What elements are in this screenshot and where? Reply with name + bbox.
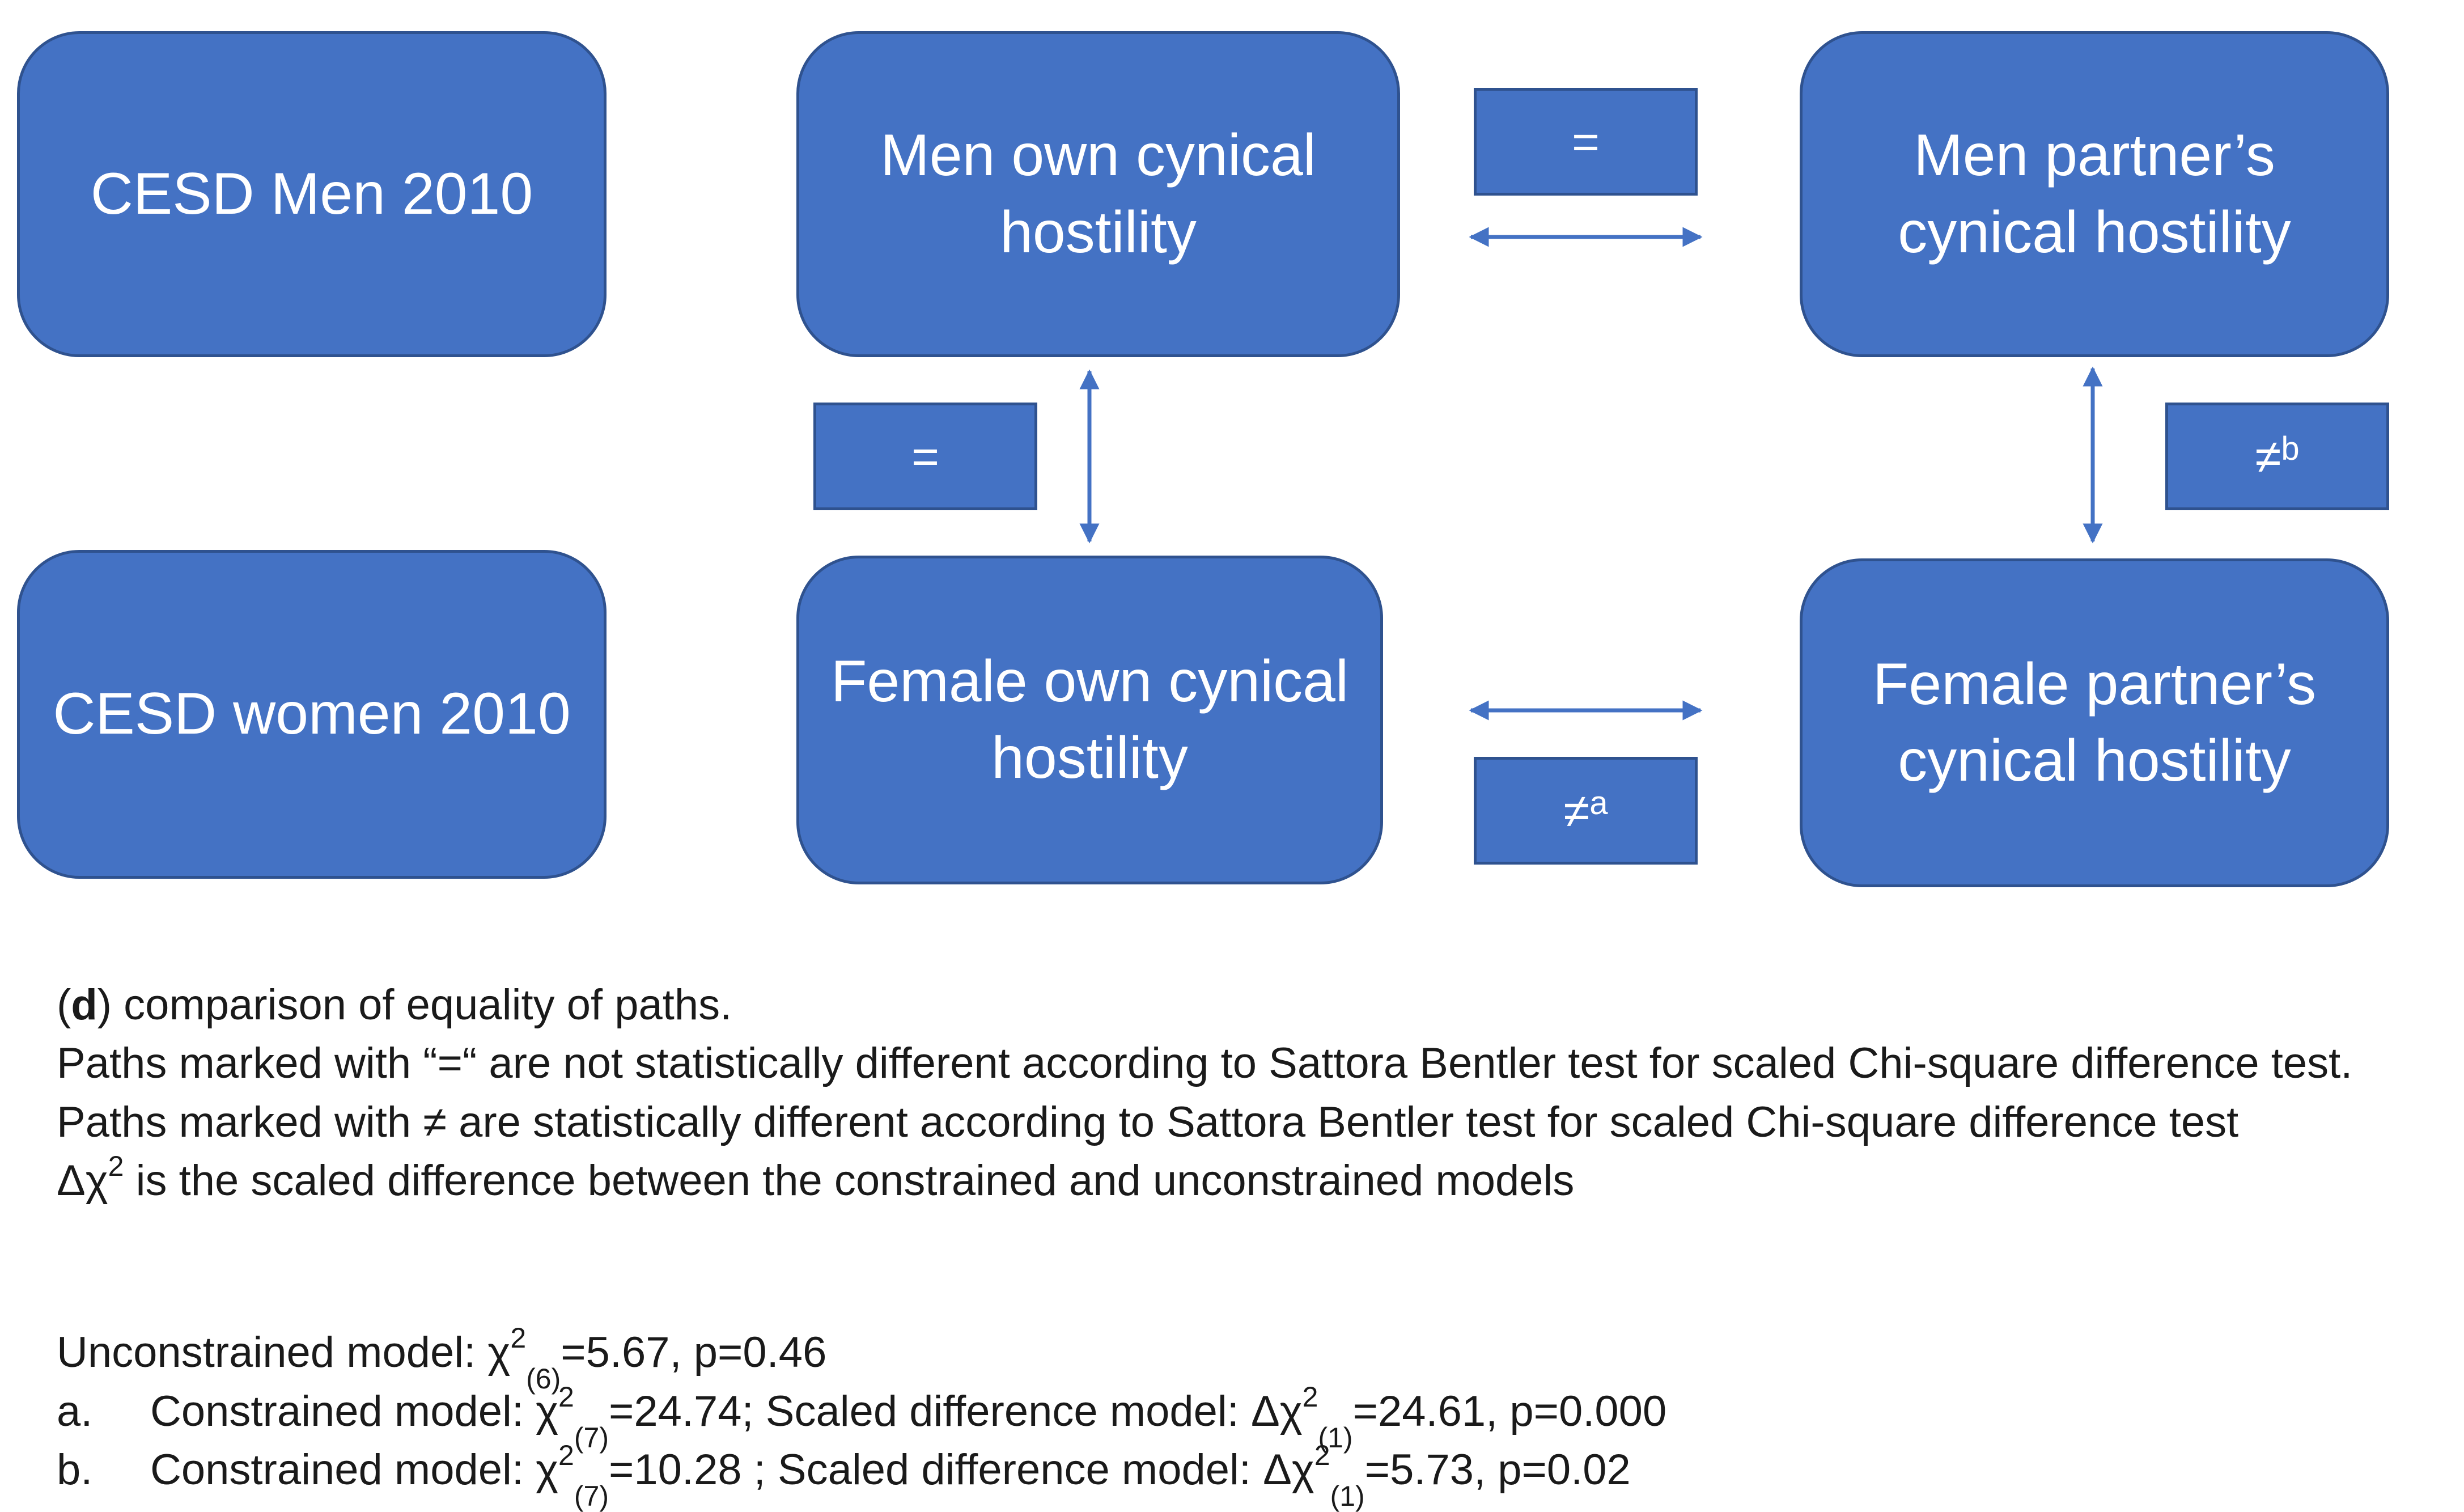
female-own-cynical-hostility-node: Female own cynical hostility bbox=[796, 556, 1383, 884]
stat-a-prefix: Constrained model: χ bbox=[150, 1387, 559, 1435]
stat-b-sub2: (1) bbox=[1330, 1480, 1365, 1512]
men-own-cynical-hostility-node: Men own cynical hostility bbox=[796, 31, 1400, 357]
caption-different-paths: Paths marked with ≠ are statistically di… bbox=[57, 1098, 2239, 1146]
path-label-female-own-partner-text: ≠ bbox=[1563, 783, 1590, 837]
caption-title: (d) comparison of equality of paths. bbox=[57, 981, 732, 1029]
caption-panel-letter: d bbox=[71, 981, 97, 1029]
stat-unconstrained-rest: =5.67, p=0.46 bbox=[561, 1328, 827, 1377]
stat-b-sup2: 2 bbox=[1314, 1439, 1330, 1471]
path-label-own-men-female-text: = bbox=[911, 429, 940, 483]
cesd-women-2010-node: CESD women 2010 bbox=[17, 550, 607, 879]
path-label-partner-men-female-text: ≠ bbox=[2255, 429, 2281, 483]
stat-a-mid: =24.74; Scaled difference model: Δχ bbox=[608, 1387, 1303, 1435]
path-label-female-own-partner-superscript: a bbox=[1589, 784, 1608, 821]
path-label-own-men-female: = bbox=[813, 403, 1037, 510]
stat-a-rest: =24.61, p=0.000 bbox=[1352, 1387, 1667, 1435]
stat-a-constrained-model: a.Constrained model: χ2(7)=24.74; Scaled… bbox=[57, 1383, 1667, 1452]
path-label-partner-men-female-superscript: b bbox=[2281, 430, 2300, 467]
path-label-men-own-partner: = bbox=[1474, 88, 1698, 196]
caption-equal-paths: Paths marked with “=“ are not statistica… bbox=[57, 1039, 2353, 1087]
stat-a-sub2: (1) bbox=[1318, 1422, 1353, 1454]
men-own-cynical-hostility-label: Men own cynical hostility bbox=[880, 122, 1316, 265]
stat-b-letter: b. bbox=[57, 1446, 93, 1494]
stat-b-rest: =5.73, p=0.02 bbox=[1364, 1446, 1631, 1494]
stat-a-sub1: (7) bbox=[574, 1422, 609, 1454]
men-partner-cynical-hostility-label: Men partner’s cynical hostility bbox=[1898, 122, 2291, 265]
stat-unconstrained-sub: (6) bbox=[526, 1363, 561, 1395]
caption-delta-chi-superscript: 2 bbox=[108, 1150, 124, 1182]
cesd-men-2010-node: CESD Men 2010 bbox=[17, 31, 607, 357]
stat-a-sup2: 2 bbox=[1302, 1380, 1318, 1413]
female-own-cynical-hostility-label: Female own cynical hostility bbox=[830, 648, 1349, 791]
path-arrows bbox=[1079, 227, 2103, 721]
female-partner-cynical-hostility-node: Female partner’s cynical hostility bbox=[1800, 558, 2389, 887]
stat-b-sup1: 2 bbox=[558, 1439, 574, 1471]
stat-b-mid: =10.28 ; Scaled difference model: Δχ bbox=[608, 1446, 1314, 1494]
path-label-partner-men-female: ≠b bbox=[2165, 403, 2389, 510]
stat-unconstrained-sup: 2 bbox=[510, 1322, 527, 1354]
stat-unconstrained-prefix: Unconstrained model: χ bbox=[57, 1328, 511, 1377]
cesd-women-2010-label: CESD women 2010 bbox=[53, 681, 571, 747]
path-label-female-own-partner: ≠a bbox=[1474, 757, 1698, 865]
stat-b-prefix: Constrained model: χ bbox=[150, 1446, 559, 1494]
stat-b-sub1: (7) bbox=[574, 1480, 609, 1512]
stat-b-constrained-model: b.Constrained model: χ2(7)=10.28 ; Scale… bbox=[57, 1441, 1631, 1511]
path-label-men-own-partner-text: = bbox=[1571, 115, 1600, 168]
caption-delta-chi-text: is the scaled difference between the con… bbox=[124, 1157, 1575, 1205]
caption-panel-title: ) comparison of equality of paths. bbox=[97, 981, 732, 1029]
caption-delta-chi-symbol: Δχ bbox=[57, 1157, 108, 1205]
men-partner-cynical-hostility-node: Men partner’s cynical hostility bbox=[1800, 31, 2389, 357]
cesd-men-2010-label: CESD Men 2010 bbox=[90, 160, 533, 227]
caption-delta-chi-definition: Δχ2 is the scaled difference between the… bbox=[57, 1152, 1575, 1205]
female-partner-cynical-hostility-label: Female partner’s cynical hostility bbox=[1872, 651, 2317, 794]
stat-a-letter: a. bbox=[57, 1387, 93, 1435]
stat-a-sup1: 2 bbox=[558, 1380, 574, 1413]
stat-unconstrained-model: Unconstrained model: χ2 (6)=5.67, p=0.46 bbox=[57, 1324, 827, 1394]
